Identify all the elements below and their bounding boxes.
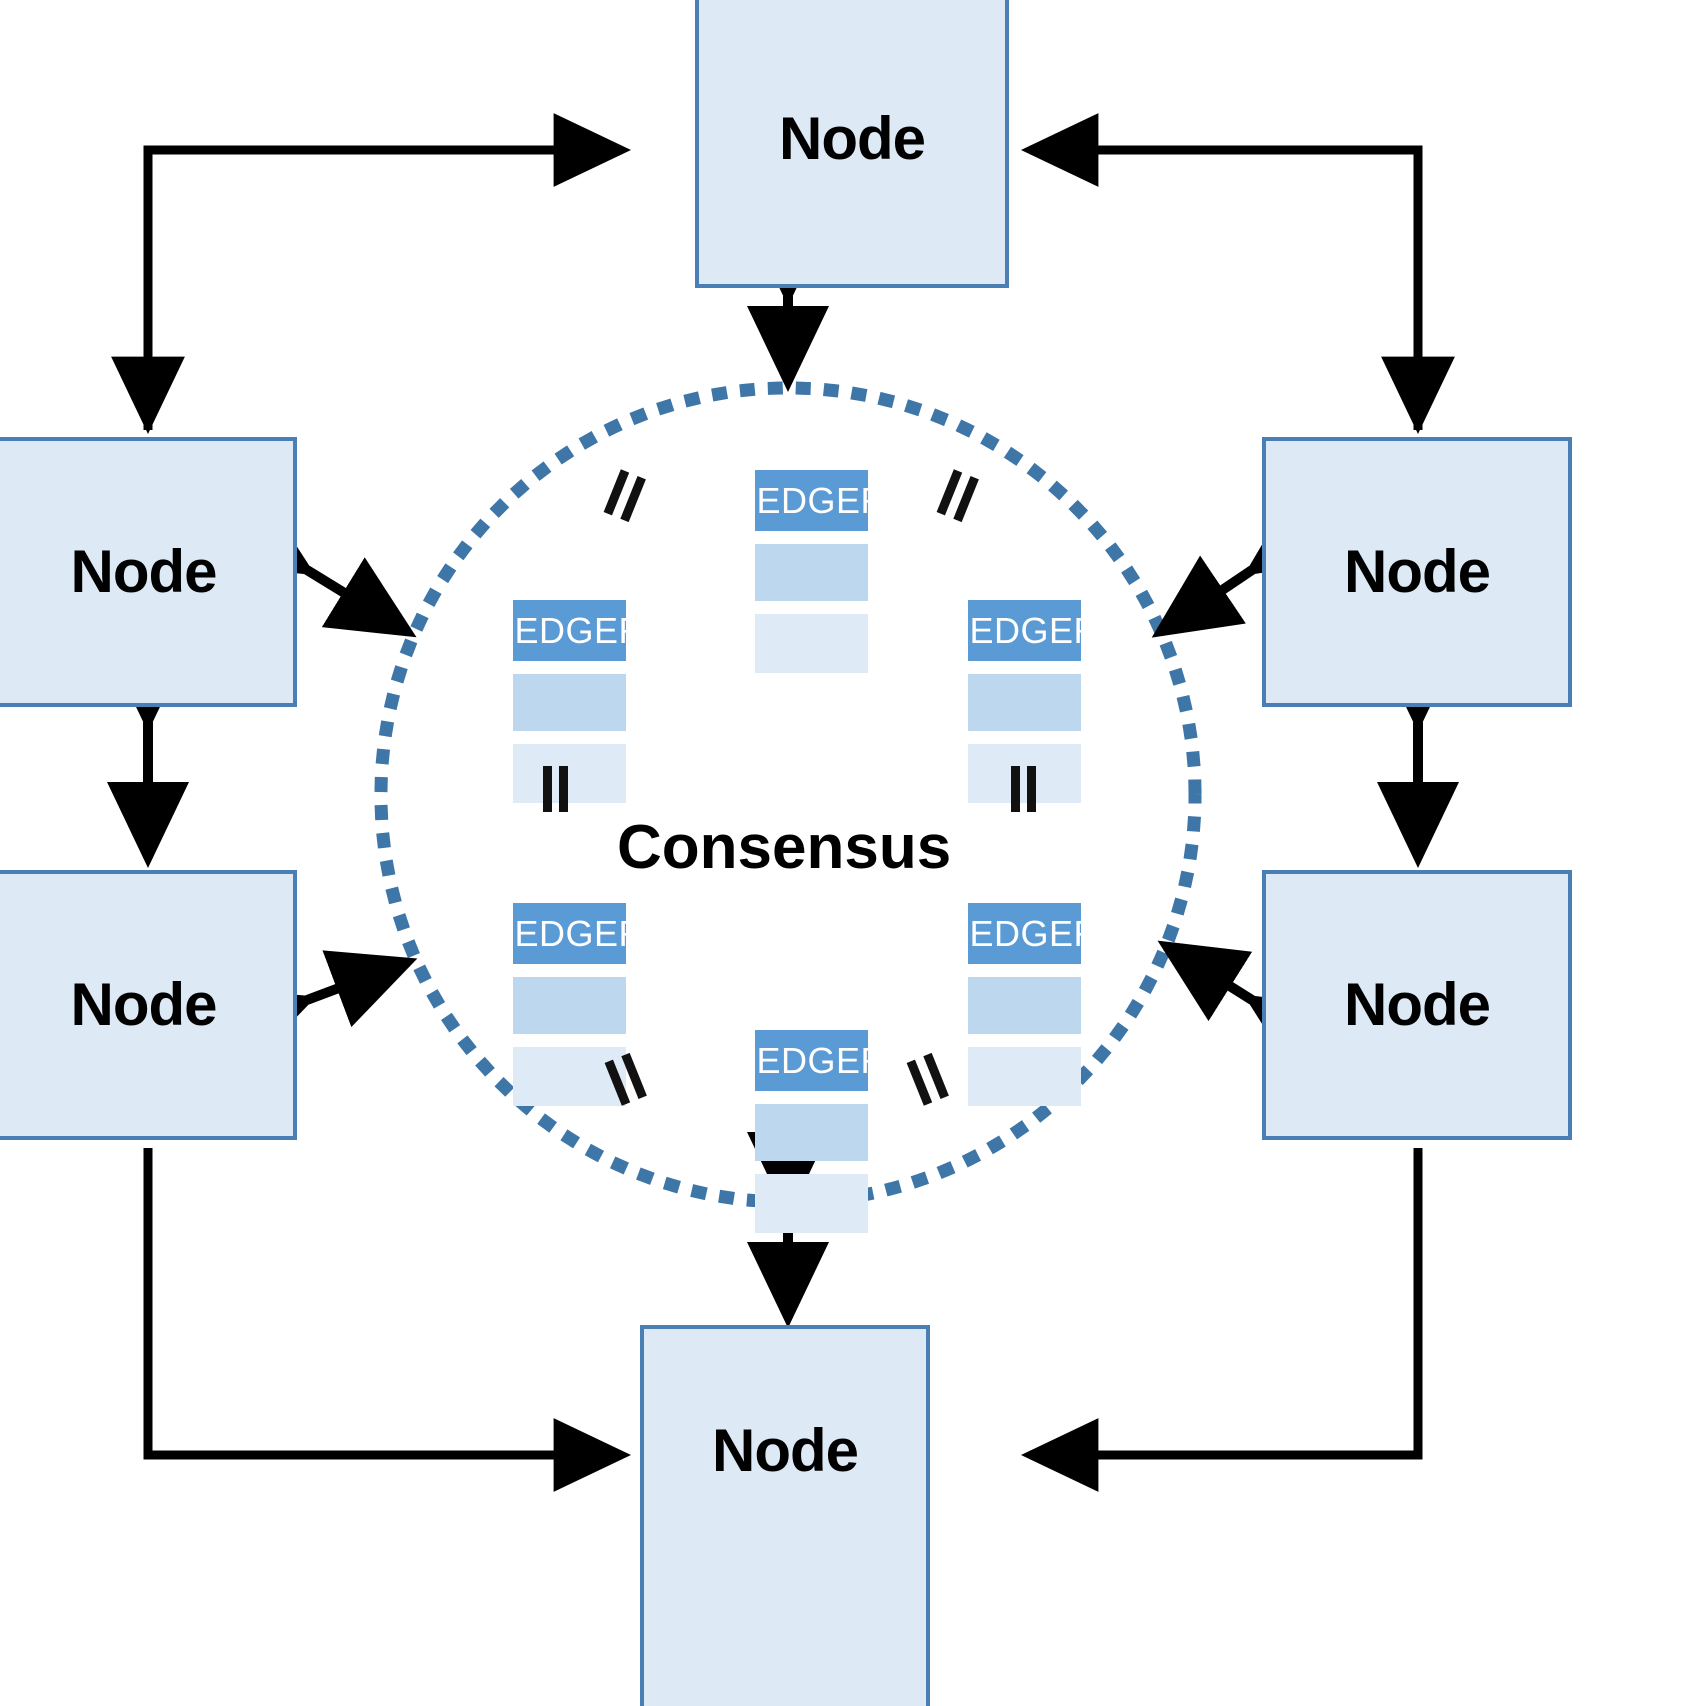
- ledger-bar-mid: [968, 674, 1081, 731]
- node-label: Node: [70, 538, 218, 605]
- arrow-leftlower-to-bottom: [143, 1148, 632, 1492]
- ledger-bar-low: [968, 744, 1081, 803]
- ledger-bar-low: [513, 1047, 626, 1106]
- ledger-left-upper: LEDGER: [494, 600, 645, 803]
- arrow-leftupper-to-consensus: [220, 495, 417, 638]
- node-label: Node: [779, 105, 926, 172]
- ledger-header: LEDGER: [949, 903, 1100, 964]
- arrow-rightupper-to-top: [1020, 113, 1455, 435]
- ledger-bar-low: [755, 614, 868, 673]
- node-label: Node: [712, 1416, 859, 1484]
- node-left-lower[interactable]: Node: [0, 870, 297, 1140]
- node-right-lower[interactable]: Node: [1262, 870, 1572, 1140]
- arrow-leftlower-to-consensus: [221, 950, 418, 1066]
- node-bottom[interactable]: Node: [640, 1325, 930, 1706]
- ledger-bar-mid: [968, 977, 1081, 1034]
- ledger-top: LEDGER: [736, 470, 887, 673]
- ledger-header: LEDGER: [494, 903, 645, 964]
- node-left-upper[interactable]: Node: [0, 437, 297, 707]
- ledger-header: LEDGER: [494, 600, 645, 661]
- equals-mark-top-right: [931, 467, 991, 527]
- ledger-bar-low: [755, 1174, 868, 1233]
- node-label: Node: [1344, 971, 1491, 1038]
- equals-mark-mid-left: [537, 766, 583, 812]
- equals-mark-bottom-right: [901, 1048, 961, 1108]
- arrow-rightlower-to-bottom: [1020, 1148, 1423, 1492]
- node-top[interactable]: Node: [695, 0, 1009, 288]
- ledger-bottom: LEDGER: [736, 1030, 887, 1233]
- ledger-bar-mid: [755, 544, 868, 601]
- equals-mark-top-left: [598, 467, 658, 527]
- consensus-label: Consensus: [617, 813, 952, 882]
- ledger-bar-low: [513, 744, 626, 803]
- ledger-bar-low: [968, 1047, 1081, 1106]
- ledger-left-lower: LEDGER: [494, 903, 645, 1106]
- ledger-bar-mid: [755, 1104, 868, 1161]
- ledger-header: LEDGER: [949, 600, 1100, 661]
- node-label: Node: [1344, 538, 1491, 605]
- equals-mark-mid-right: [1005, 766, 1051, 812]
- ledger-header: LEDGER: [736, 1030, 887, 1091]
- ledger-right-upper: LEDGER: [949, 600, 1100, 803]
- arrow-rightlower-to-consensus: [1157, 940, 1339, 1076]
- ledger-bar-mid: [513, 674, 626, 731]
- ledger-header: LEDGER: [736, 470, 887, 531]
- arrow-rightupper-to-consensus: [1151, 493, 1338, 638]
- node-label: Node: [70, 971, 218, 1038]
- node-right-upper[interactable]: Node: [1262, 437, 1572, 707]
- arrow-leftupper-to-top: [111, 113, 632, 435]
- ledger-right-lower: LEDGER: [949, 903, 1100, 1106]
- ledger-bar-mid: [513, 977, 626, 1034]
